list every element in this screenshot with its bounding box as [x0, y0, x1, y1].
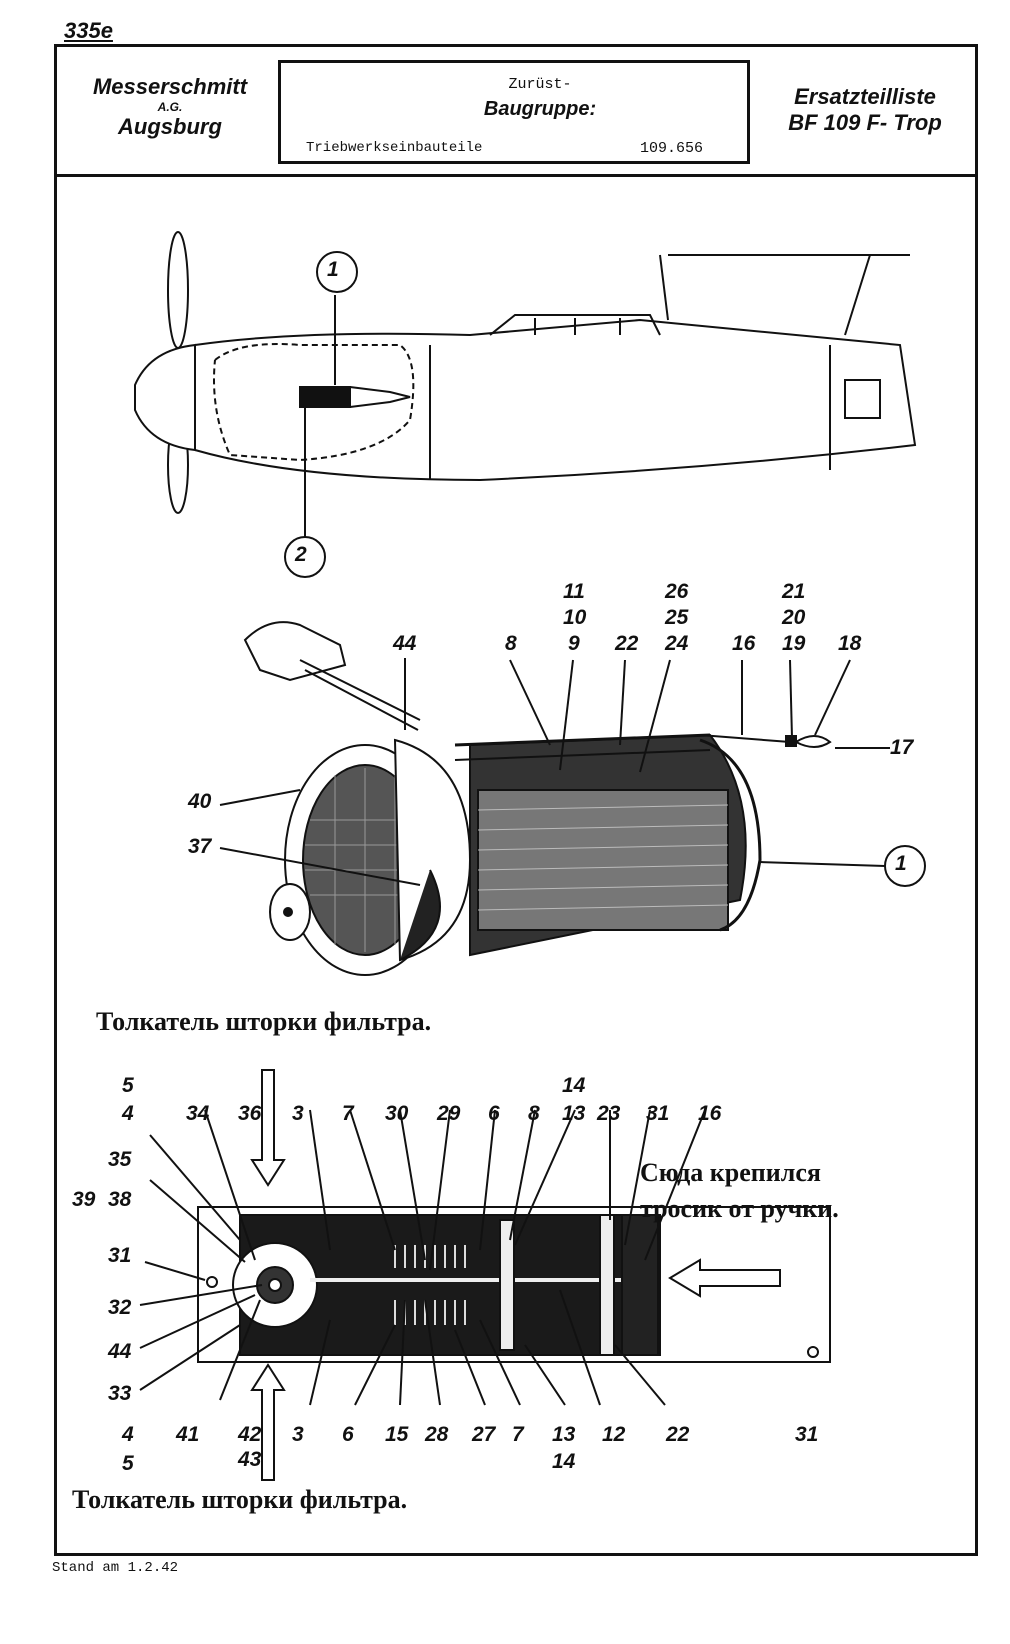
label-21: 21 — [782, 580, 806, 603]
label-44-b: 44 — [108, 1340, 132, 1363]
annotation-line-1: Сюда крепился — [640, 1158, 821, 1187]
label-35: 35 — [108, 1148, 132, 1171]
label-22-b: 22 — [666, 1423, 690, 1446]
header-divider — [54, 174, 978, 177]
label-16: 16 — [732, 632, 756, 655]
callout-circle-1-right — [884, 845, 926, 887]
label-17: 17 — [890, 736, 914, 759]
baugruppe-label: Baugruppe: — [483, 98, 597, 120]
label-38: 38 — [108, 1188, 132, 1211]
pusher-mechanism — [139, 1069, 831, 1481]
label-15: 15 — [385, 1423, 409, 1446]
callout-2: 2 — [295, 543, 307, 566]
label-13-a: 13 — [562, 1102, 586, 1125]
label-3-a: 3 — [292, 1102, 304, 1125]
label-31-b: 31 — [108, 1244, 132, 1267]
group-box — [278, 60, 750, 164]
label-44: 44 — [393, 632, 417, 655]
label-31-c: 31 — [795, 1423, 819, 1446]
callout-1-top: 1 — [327, 258, 339, 281]
label-39: 39 — [72, 1188, 96, 1211]
label-26: 26 — [665, 580, 689, 603]
label-25: 25 — [665, 606, 689, 629]
parts-list-title: Ersatzteilliste — [794, 84, 936, 109]
label-3-b: 3 — [292, 1423, 304, 1446]
label-4-a: 4 — [122, 1102, 134, 1125]
company-city: Augsburg — [118, 114, 222, 139]
filter-assembly — [219, 621, 890, 976]
label-43: 43 — [238, 1448, 262, 1471]
caption-bottom: Толкатель шторки фильтра. — [72, 1485, 408, 1514]
label-14-a: 14 — [562, 1074, 586, 1097]
caption-top: Толкатель шторки фильтра. — [96, 1007, 432, 1036]
callout-1-right: 1 — [895, 852, 907, 875]
label-20: 20 — [782, 606, 806, 629]
company-ag: A.G. — [157, 100, 183, 114]
label-8-b: 8 — [528, 1102, 540, 1125]
label-24: 24 — [665, 632, 689, 655]
label-30: 30 — [385, 1102, 409, 1125]
label-11: 11 — [563, 580, 585, 603]
label-5-b: 5 — [122, 1452, 134, 1475]
label-34: 34 — [186, 1102, 210, 1125]
label-36: 36 — [238, 1102, 262, 1125]
label-42: 42 — [238, 1423, 262, 1446]
label-22: 22 — [615, 632, 639, 655]
label-7-a: 7 — [342, 1102, 354, 1125]
label-6-a: 6 — [488, 1102, 500, 1125]
label-18: 18 — [838, 632, 862, 655]
group-number: 109.656 — [640, 140, 704, 157]
label-9: 9 — [568, 632, 580, 655]
annotation-line-2: тросик от ручки. — [640, 1194, 839, 1223]
page-number: 335e — [64, 18, 113, 43]
group-name: Triebwerkseinbauteile — [306, 140, 483, 156]
zuruest-label: Zurüst- — [508, 76, 572, 93]
label-19: 19 — [782, 632, 806, 655]
label-8: 8 — [505, 632, 517, 655]
label-27: 27 — [472, 1423, 496, 1446]
label-28: 28 — [425, 1423, 449, 1446]
label-23: 23 — [597, 1102, 621, 1125]
label-13-b: 13 — [552, 1423, 576, 1446]
company-block: Messerschmitt A.G. Augsburg — [80, 74, 260, 140]
callout-circle-1-top — [316, 251, 358, 293]
label-40: 40 — [188, 790, 212, 813]
label-10: 10 — [563, 606, 587, 629]
callout-circle-2 — [284, 536, 326, 578]
label-16-b: 16 — [698, 1102, 722, 1125]
label-41: 41 — [176, 1423, 200, 1446]
label-33: 33 — [108, 1382, 132, 1405]
label-4-b: 4 — [122, 1423, 134, 1446]
label-31-a: 31 — [646, 1102, 670, 1125]
aircraft-designation: BF 109 F- Trop — [788, 110, 942, 135]
label-37: 37 — [188, 835, 212, 858]
label-7-b: 7 — [512, 1423, 524, 1446]
label-6-b: 6 — [342, 1423, 354, 1446]
label-32: 32 — [108, 1296, 132, 1319]
aircraft-side-view — [134, 231, 917, 540]
label-14-b: 14 — [552, 1450, 576, 1473]
label-12: 12 — [602, 1423, 626, 1446]
label-29: 29 — [437, 1102, 461, 1125]
label-5-a: 5 — [122, 1074, 134, 1097]
company-name: Messerschmitt — [92, 74, 248, 99]
drawing-frame — [54, 44, 978, 1556]
stand-date: Stand am 1.2.42 — [52, 1560, 179, 1576]
